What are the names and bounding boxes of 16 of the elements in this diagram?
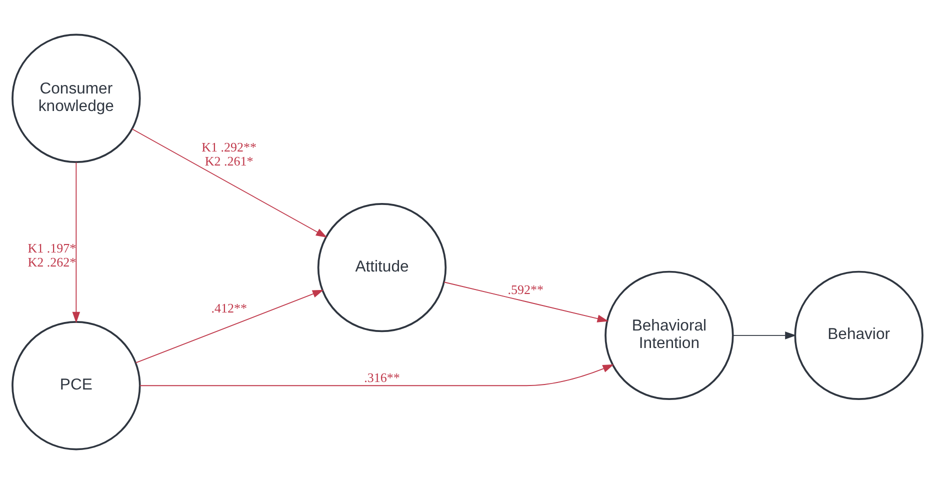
node-circle: Consumer knowledge <box>12 34 141 163</box>
arrow <box>139 364 614 386</box>
node-circle: Attitude <box>317 202 447 332</box>
arrow <box>444 282 609 322</box>
node-circle: PCE <box>12 321 141 450</box>
arrow <box>135 290 324 364</box>
arrow <box>72 162 80 324</box>
arrow <box>132 128 328 238</box>
node-circle: Behavioral Intention <box>604 270 734 400</box>
arrow <box>732 332 796 340</box>
edge-label: .316** <box>364 370 400 386</box>
edge-label: K1 .197* K2 .262* <box>28 240 76 270</box>
node-circle: Behavior <box>794 270 924 400</box>
edge-label: .592** <box>508 282 544 297</box>
edge-label: .412** <box>211 300 247 316</box>
edge-label: K1 .292** K2 .261* <box>202 140 257 168</box>
